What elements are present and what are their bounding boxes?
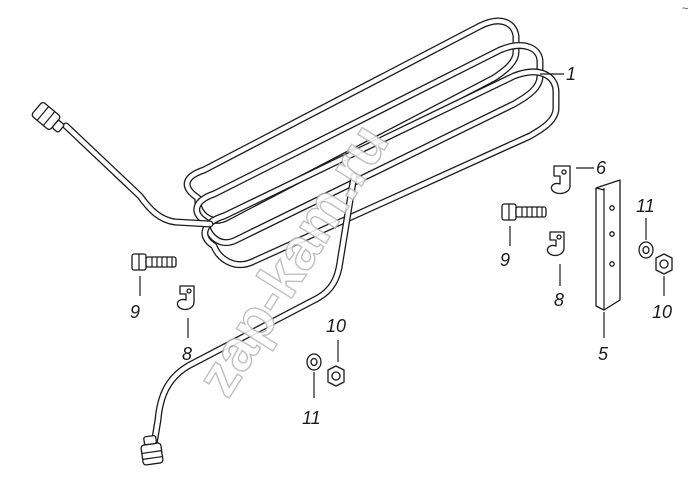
pipe-union-nut-lower <box>140 434 164 466</box>
pipe-inlet-branch <box>62 122 214 228</box>
callout-11-right: 11 <box>636 196 655 216</box>
nut-right <box>655 253 673 275</box>
pipe-outlet-branch <box>150 172 358 448</box>
pipe-coil-loops <box>183 17 560 269</box>
callout-5: 5 <box>598 344 609 364</box>
callout-11-center: 11 <box>302 408 321 428</box>
bolt-left <box>131 253 177 271</box>
callout-6: 6 <box>596 158 607 178</box>
bolt-right <box>501 203 547 221</box>
washer-center <box>306 353 322 371</box>
callout-8-left: 8 <box>182 344 192 364</box>
washer-right <box>638 241 654 259</box>
coolant-pipe-assembly <box>31 17 560 466</box>
callout-9-left: 9 <box>130 302 140 322</box>
pipe-union-nut-upper <box>31 101 65 133</box>
nut-center <box>327 365 345 387</box>
callout-8-right: 8 <box>554 290 564 310</box>
callout-10-right: 10 <box>652 302 672 322</box>
clip-upper-right <box>550 165 571 195</box>
clip-left <box>176 285 195 311</box>
corner-mark: ~ <box>682 3 688 15</box>
callout-10-center: 10 <box>326 316 346 336</box>
callout-9-right: 9 <box>500 250 510 270</box>
callout-1: 1 <box>566 64 576 84</box>
mounting-bracket <box>595 179 621 311</box>
clip-lower-right <box>546 231 565 257</box>
